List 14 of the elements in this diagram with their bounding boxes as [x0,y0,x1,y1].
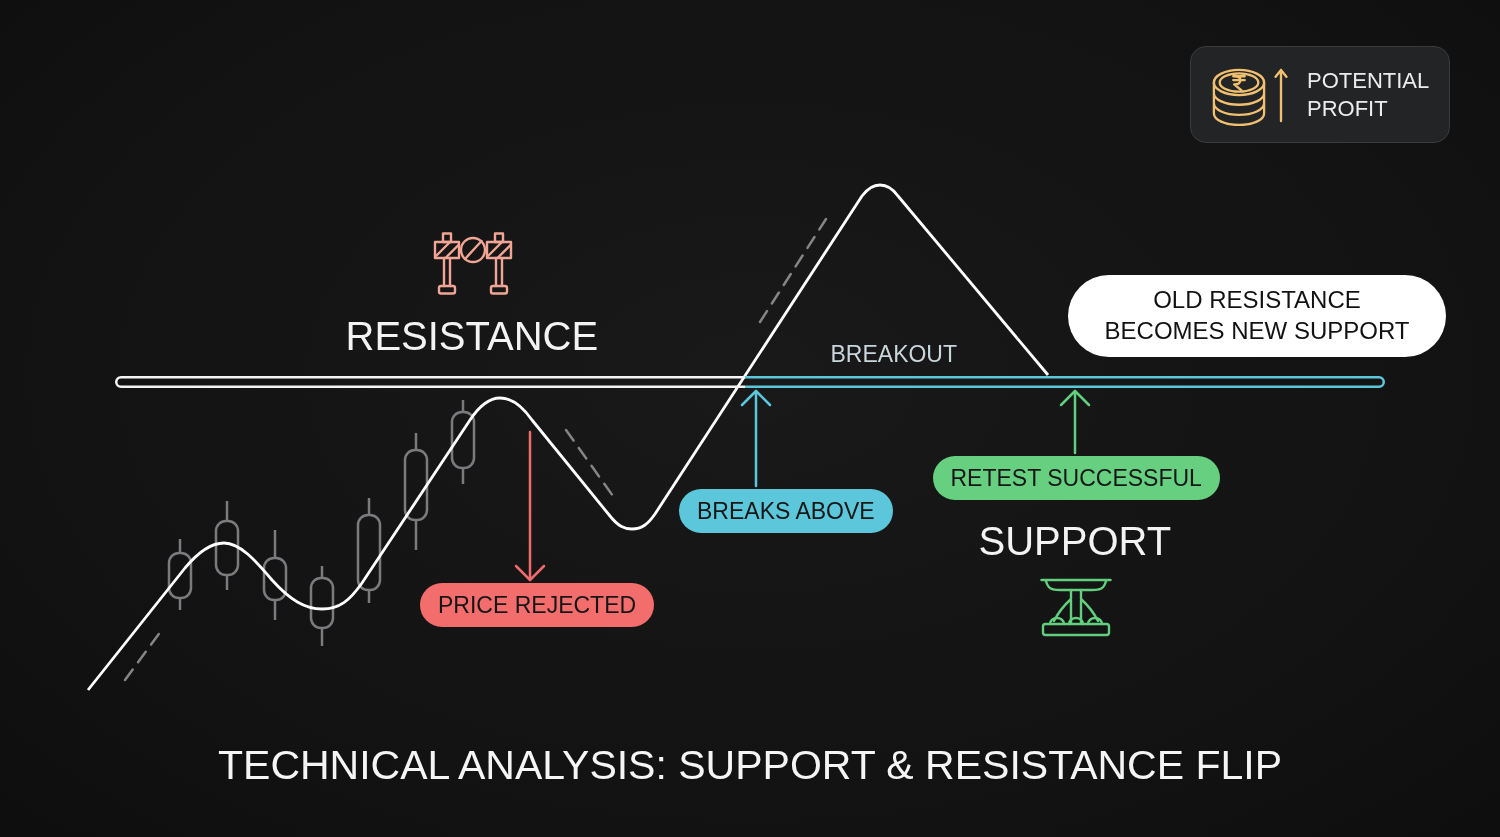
callout-label: RETEST SUCCESSFUL [932,456,1220,500]
info-card [1190,46,1450,143]
price-level-bar [115,376,1385,388]
diagram-title: TECHNICAL ANALYSIS: SUPPORT & RESISTANCE FLIP [218,742,1283,788]
callout-label: PRICE REJECTED [420,583,655,627]
arrow [740,389,772,488]
card-text: POTENTIAL PROFIT [1307,66,1430,123]
arrow [514,430,546,582]
arrow [1059,389,1091,455]
zone-heading: RESISTANCE [345,314,599,358]
zone-heading: SUPPORT [978,519,1172,563]
annotation-text: BREAKOUT [830,341,958,367]
callout-label: OLD RESISTANCE BECOMES NEW SUPPORT [1068,275,1446,357]
callout-label: BREAKS ABOVE [679,489,893,533]
